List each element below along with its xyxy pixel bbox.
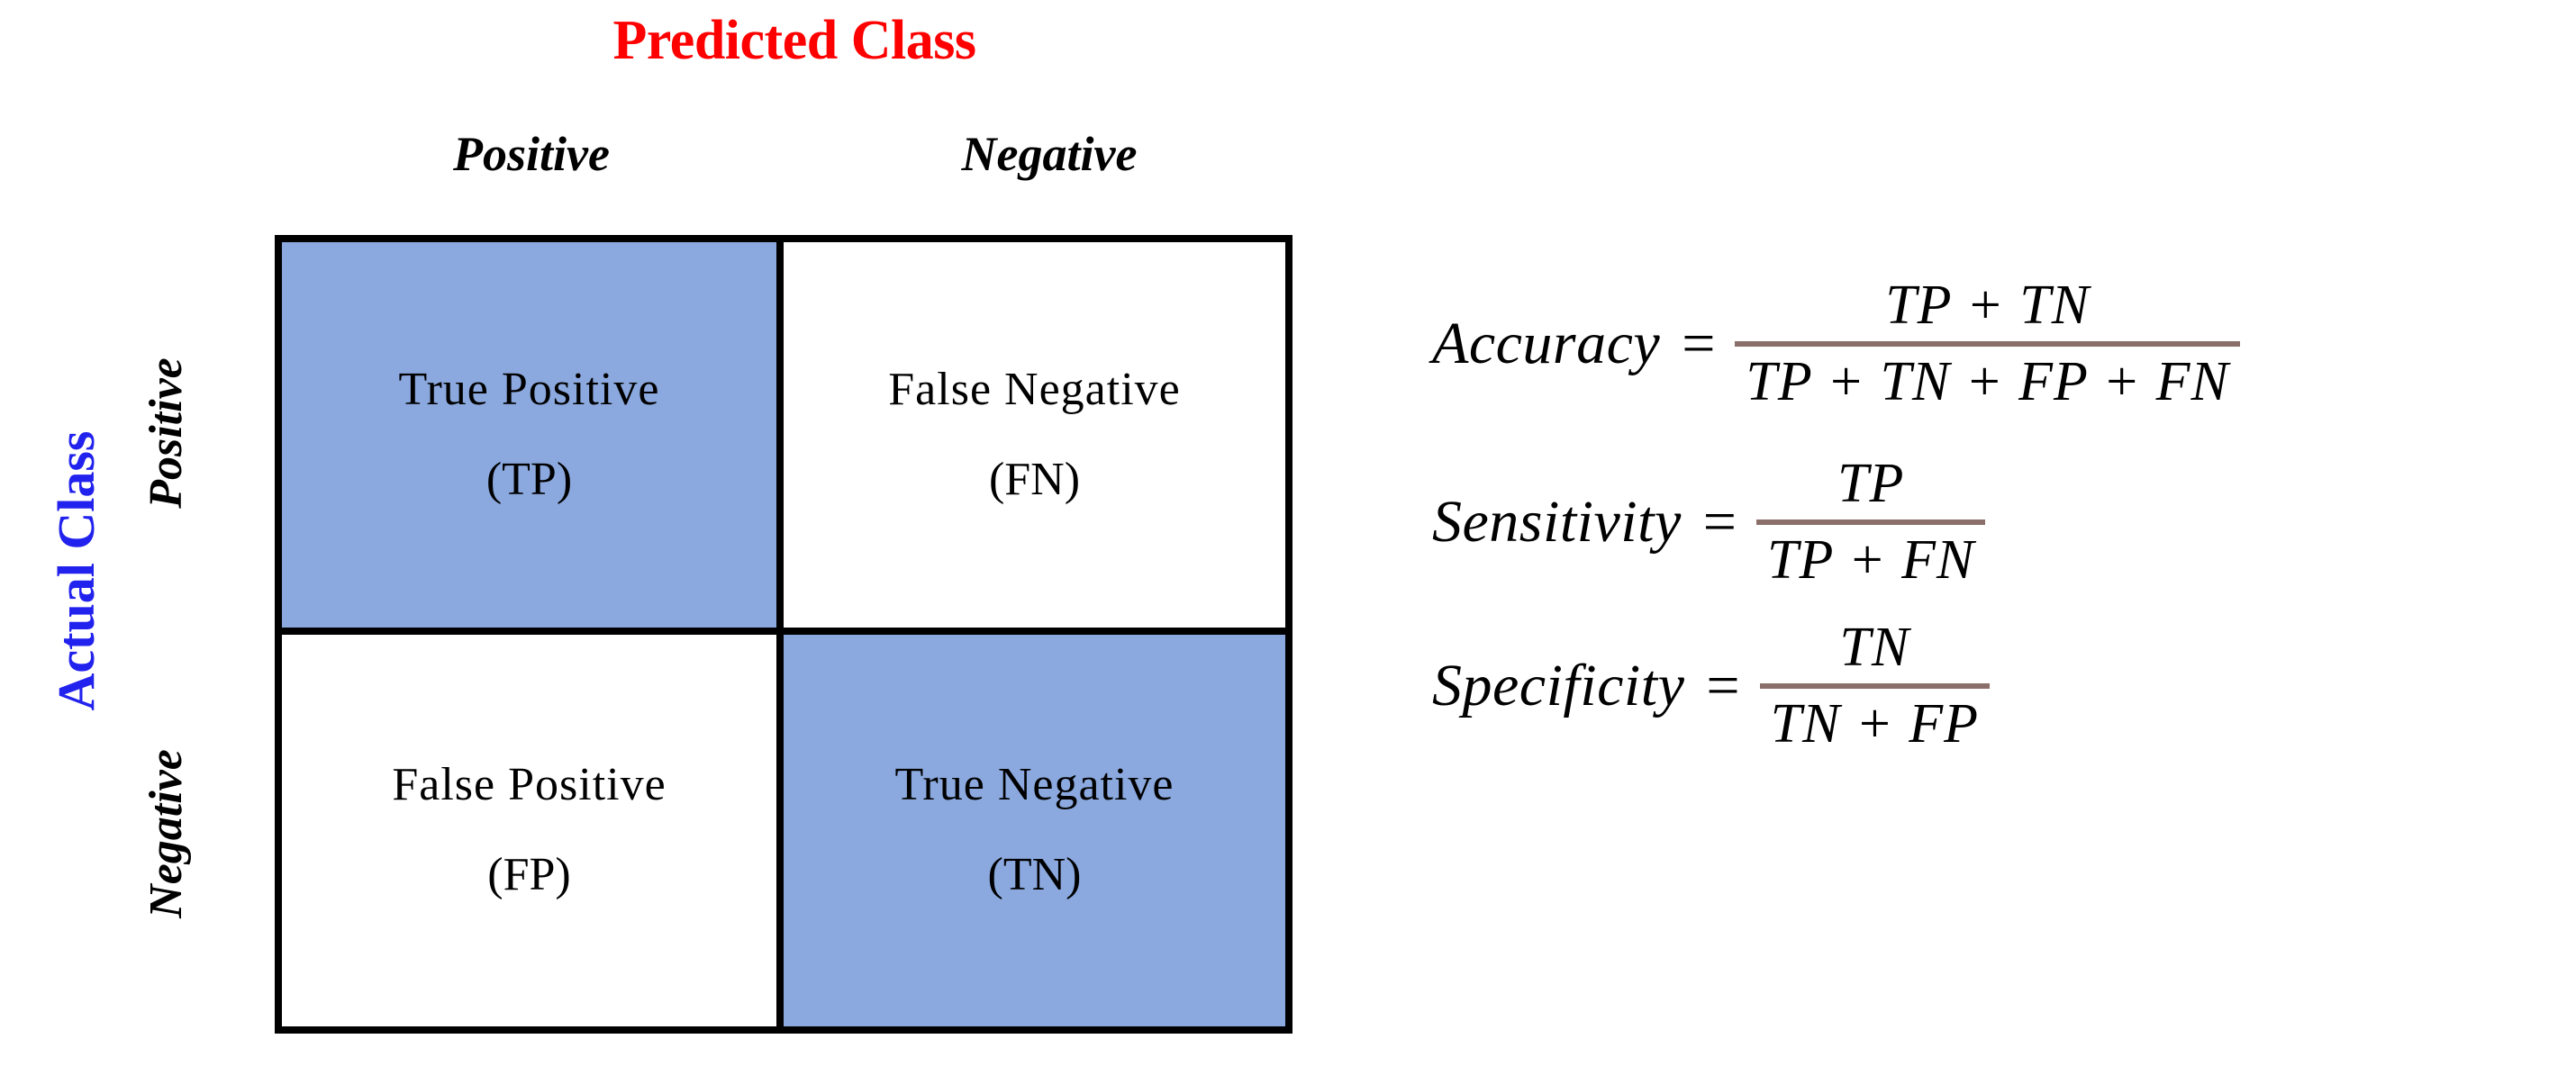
matrix-cell-true-negative: True Negative (TN) <box>784 634 1285 1026</box>
column-header-negative: Negative <box>961 127 1138 181</box>
matrix-cell-true-positive: True Positive (TP) <box>282 242 784 635</box>
fraction-denominator: TN + FP <box>1770 693 1980 754</box>
formula-panel: Accuracy = TP + TN TP + TN + FP + FN Sen… <box>1432 270 2558 760</box>
axis-title-actual-class: Actual Class <box>47 430 105 711</box>
formula-specificity: Specificity = TN TN + FP <box>1432 612 2558 760</box>
fraction: TN TN + FP <box>1759 612 1991 760</box>
matrix-cell-label: True Negative <box>894 759 1175 811</box>
column-header-positive: Positive <box>453 127 610 181</box>
matrix-cell-false-positive: False Positive (FP) <box>282 634 784 1026</box>
formula-label: Specificity <box>1432 653 1685 718</box>
matrix-cell-false-negative: False Negative (FN) <box>784 242 1285 635</box>
matrix-cell-abbreviation: (FP) <box>487 849 571 901</box>
matrix-cell-label: False Negative <box>888 363 1181 415</box>
page-title-predicted-class: Predicted Class <box>612 10 976 71</box>
equals-sign: = <box>1682 311 1716 376</box>
matrix-cell-abbreviation: (TP) <box>485 453 573 505</box>
row-header-negative: Negative <box>141 749 192 918</box>
fraction-bar <box>1756 519 1986 525</box>
fraction-bar <box>1759 683 1991 689</box>
equals-sign: = <box>1702 489 1737 555</box>
matrix-cell-label: False Positive <box>392 759 667 811</box>
matrix-cell-abbreviation: (TN) <box>987 849 1082 901</box>
formula-accuracy: Accuracy = TP + TN TP + TN + FP + FN <box>1432 270 2558 418</box>
fraction: TP TP + FN <box>1756 448 1986 596</box>
confusion-matrix: True Positive (TP) False Negative (FN) F… <box>275 235 1293 1034</box>
fraction-numerator: TN <box>1839 617 1910 678</box>
fraction-bar <box>1735 341 2240 347</box>
equals-sign: = <box>1706 653 1740 718</box>
row-header-positive: Positive <box>141 357 192 509</box>
matrix-cell-abbreviation: (FN) <box>988 453 1081 505</box>
fraction-numerator: TP + TN <box>1885 275 2091 336</box>
fraction-denominator: TP + FN <box>1767 529 1975 591</box>
formula-label: Sensitivity <box>1432 489 1682 555</box>
formula-label: Accuracy <box>1432 311 1661 376</box>
matrix-cell-label: True Positive <box>398 363 660 415</box>
fraction: TP + TN TP + TN + FP + FN <box>1735 270 2240 418</box>
fraction-numerator: TP <box>1837 453 1905 514</box>
formula-sensitivity: Sensitivity = TP TP + FN <box>1432 448 2558 596</box>
fraction-denominator: TP + TN + FP + FN <box>1746 351 2229 412</box>
